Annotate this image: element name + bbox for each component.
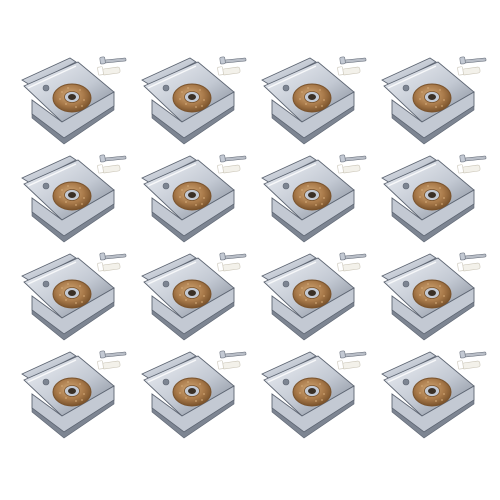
cork-pad (172, 377, 212, 407)
mounting-hole (42, 280, 50, 288)
clip-set-drawing (381, 350, 487, 439)
clip-set-3 (258, 52, 376, 154)
clip-set-10 (138, 248, 256, 350)
clip-set-11 (258, 248, 376, 350)
bracket-clip (21, 253, 115, 341)
mounting-hole (162, 378, 170, 386)
clip-set-drawing (381, 252, 487, 341)
cork-pad (52, 83, 92, 113)
clip-set-drawing (21, 56, 127, 145)
clip-set-8 (378, 150, 496, 252)
cork-pad (172, 83, 212, 113)
mounting-hole (282, 84, 290, 92)
wall-anchor (337, 66, 361, 76)
clip-set-16 (378, 346, 496, 448)
wall-anchor (97, 360, 121, 370)
clip-set-drawing (21, 154, 127, 243)
mounting-hole (402, 280, 410, 288)
wall-anchor (457, 164, 481, 174)
screw (219, 252, 247, 261)
cork-pad (412, 83, 452, 113)
clip-set-drawing (261, 154, 367, 243)
wall-anchor (97, 164, 121, 174)
mounting-hole (402, 84, 410, 92)
mounting-hole (42, 84, 50, 92)
cork-pad (412, 181, 452, 211)
clip-set-drawing (141, 56, 247, 145)
cork-pad (172, 279, 212, 309)
screw (339, 154, 367, 163)
cork-pad (52, 279, 92, 309)
wall-anchor (217, 360, 241, 370)
screw (459, 56, 487, 65)
clip-set-15 (258, 346, 376, 448)
clip-set-1 (18, 52, 136, 154)
cork-pad (292, 181, 332, 211)
clip-set-5 (18, 150, 136, 252)
screw (99, 154, 127, 163)
mounting-hole (282, 280, 290, 288)
cork-pad (52, 377, 92, 407)
clip-set-drawing (381, 56, 487, 145)
screw (459, 252, 487, 261)
cork-pad (172, 181, 212, 211)
screw (459, 350, 487, 359)
screw (219, 350, 247, 359)
mounting-hole (162, 182, 170, 190)
screw (339, 56, 367, 65)
wall-anchor (337, 262, 361, 272)
clip-set-drawing (381, 154, 487, 243)
clip-set-7 (258, 150, 376, 252)
screw (219, 56, 247, 65)
wall-anchor (217, 66, 241, 76)
cork-pad (412, 279, 452, 309)
clip-set-14 (138, 346, 256, 448)
clip-set-drawing (141, 350, 247, 439)
cork-pad (412, 377, 452, 407)
cork-pad (52, 181, 92, 211)
screw (339, 350, 367, 359)
clip-set-12 (378, 248, 496, 350)
mounting-hole (162, 280, 170, 288)
clip-set-drawing (261, 56, 367, 145)
wall-anchor (217, 164, 241, 174)
cork-pad (292, 279, 332, 309)
clip-set-13 (18, 346, 136, 448)
mounting-hole (42, 378, 50, 386)
clip-set-drawing (261, 252, 367, 341)
wall-anchor (97, 66, 121, 76)
screw (99, 56, 127, 65)
clip-set-drawing (21, 350, 127, 439)
screw (99, 350, 127, 359)
clip-set-6 (138, 150, 256, 252)
screw (219, 154, 247, 163)
mounting-hole (282, 182, 290, 190)
mounting-hole (402, 378, 410, 386)
mounting-hole (42, 182, 50, 190)
wall-anchor (457, 360, 481, 370)
wall-anchor (457, 66, 481, 76)
cork-pad (292, 377, 332, 407)
clip-set-drawing (141, 154, 247, 243)
clip-set-drawing (141, 252, 247, 341)
screw (339, 252, 367, 261)
mounting-hole (162, 84, 170, 92)
wall-anchor (337, 360, 361, 370)
wall-anchor (217, 262, 241, 272)
wall-anchor (337, 164, 361, 174)
wall-anchor (457, 262, 481, 272)
cork-pad (292, 83, 332, 113)
mounting-hole (402, 182, 410, 190)
clip-set-2 (138, 52, 256, 154)
clip-set-4 (378, 52, 496, 154)
clip-set-9 (18, 248, 136, 350)
mounting-hole (282, 378, 290, 386)
screw (99, 252, 127, 261)
wall-anchor (97, 262, 121, 272)
screw (459, 154, 487, 163)
clip-set-drawing (21, 252, 127, 341)
clip-set-drawing (261, 350, 367, 439)
